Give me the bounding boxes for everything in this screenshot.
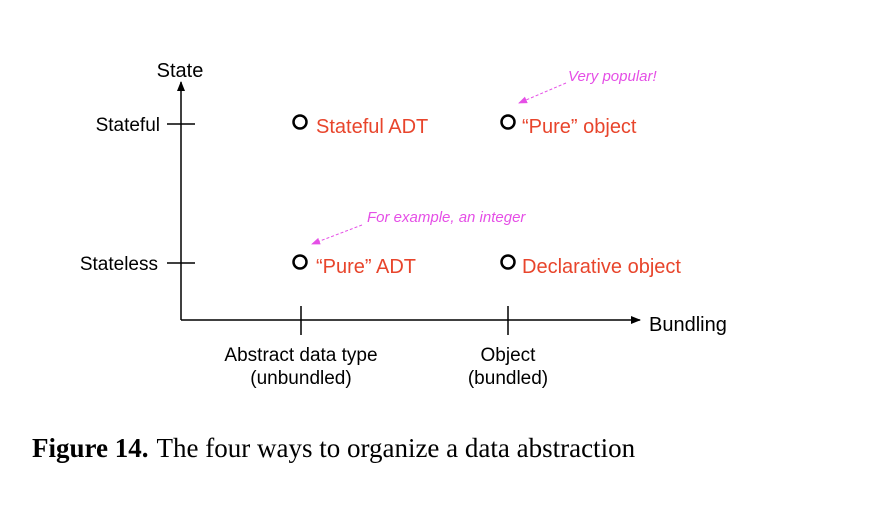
x-tick-label-adt-line1: Abstract data type	[224, 345, 377, 366]
x-axis-label: Bundling	[649, 314, 727, 336]
point-marker-pure-object	[500, 114, 516, 130]
y-tick-label-stateful: Stateful	[96, 115, 160, 136]
x-tick-label-object-line1: Object	[481, 345, 537, 366]
x-tick-label-object-line2: (bundled)	[468, 368, 548, 389]
point-marker-pure-adt	[292, 254, 308, 270]
figure-number: Figure 14.	[32, 433, 149, 463]
y-axis-label: State	[157, 60, 204, 82]
figure-caption-text: The four ways to organize a data abstrac…	[156, 433, 636, 463]
point-label-stateful-adt: Stateful ADT	[316, 116, 428, 138]
point-marker-stateful-adt	[292, 114, 308, 130]
point-marker-declarative-object	[500, 254, 516, 270]
x-tick-label-adt-line2: (unbundled)	[250, 368, 351, 389]
point-label-declarative-object: Declarative object	[522, 256, 681, 278]
annotation-for-example: For example, an integer	[367, 209, 526, 226]
figure-caption: Figure 14.The four ways to organize a da…	[32, 433, 635, 464]
annotation-arrow-for-example	[311, 224, 363, 245]
y-tick-label-stateless: Stateless	[80, 254, 158, 275]
annotation-arrow-very-popular	[518, 82, 567, 104]
point-label-pure-adt: “Pure” ADT	[316, 256, 416, 278]
annotation-very-popular: Very popular!	[568, 68, 657, 85]
point-label-pure-object: “Pure” object	[522, 116, 637, 138]
